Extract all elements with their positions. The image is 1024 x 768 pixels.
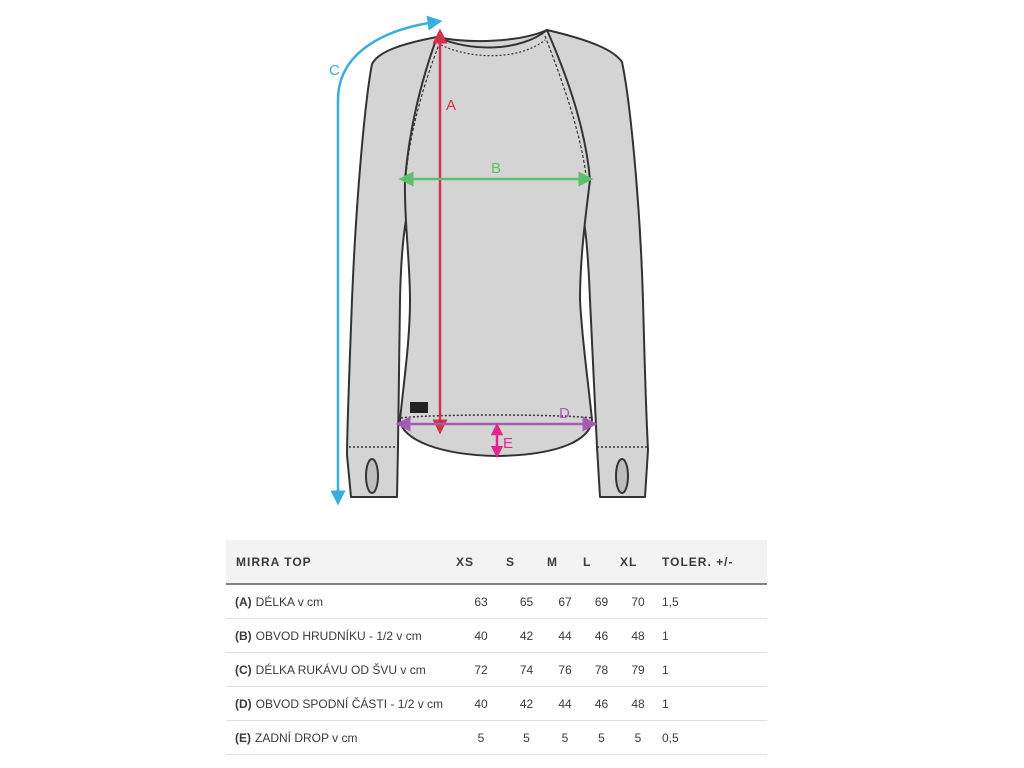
size-header-m: M [547,540,583,585]
cell-l: 5 [583,720,620,755]
table-row: (C)DÉLKA RUKÁVU OD ŠVU v cm 72 74 76 78 … [226,652,767,687]
cell-tolerance: 1 [656,652,767,687]
cell-l: 46 [583,618,620,653]
row-code: (E) [235,730,251,745]
table-row: (A)DÉLKA v cm 63 65 67 69 70 1,5 [226,584,767,619]
cell-m: 67 [547,584,583,619]
row-code: (D) [235,696,252,711]
cell-l: 46 [583,686,620,721]
cell-tolerance: 1,5 [656,584,767,619]
size-chart-table: MIRRA TOP XS S M L XL TOLER. +/- (A)DÉLK… [226,540,767,755]
row-code: (C) [235,662,252,677]
cell-xs: 40 [456,618,506,653]
cell-tolerance: 0,5 [656,720,767,755]
cell-xl: 48 [620,686,656,721]
size-header-s: S [506,540,547,585]
size-header-l: L [583,540,620,585]
cell-s: 65 [506,584,547,619]
table-row: (B)OBVOD HRUDNÍKU - 1/2 v cm 40 42 44 46… [226,618,767,653]
cell-xl: 79 [620,652,656,687]
right-raglan-seam [544,35,587,176]
tolerance-header: TOLER. +/- [656,540,767,585]
row-code: (B) [235,628,252,643]
cell-tolerance: 1 [656,618,767,653]
garment-measurement-diagram: A B C D E [329,15,649,506]
cell-xs: 5 [456,720,506,755]
long-sleeve-top-illustration [346,29,649,498]
cell-s: 42 [506,618,547,653]
label-d: D [559,405,570,422]
measure-c-line [330,15,443,506]
size-header-xl: XL [620,540,656,585]
measurement-lines [330,15,598,506]
cell-xs: 72 [456,652,506,687]
label-a: A [446,97,456,114]
body [399,29,593,457]
cell-s: 74 [506,652,547,687]
cell-tolerance: 1 [656,686,767,721]
table-row: (D)OBVOD SPODNÍ ČÁSTI - 1/2 v cm 40 42 4… [226,686,767,721]
cell-xl: 5 [620,720,656,755]
cell-xs: 40 [456,686,506,721]
label-b: B [491,160,501,177]
size-header-xs: XS [456,540,506,585]
row-label: OBVOD HRUDNÍKU - 1/2 v cm [255,628,422,643]
label-e: E [503,435,513,452]
table-row: (E) ZADNÍ DROP v cm 5 5 5 5 5 0,5 [226,720,767,755]
product-title: MIRRA TOP [226,540,456,585]
row-label: DÉLKA RUKÁVU OD ŠVU v cm [255,662,426,677]
row-label: ZADNÍ DROP v cm [255,730,358,745]
row-label: OBVOD SPODNÍ ČÁSTI - 1/2 v cm [255,696,444,711]
cell-xl: 48 [620,618,656,653]
cell-xl: 70 [620,584,656,619]
row-code: (A) [235,594,252,609]
cell-l: 78 [583,652,620,687]
brand-tag [410,402,428,413]
row-label: DÉLKA v cm [255,594,324,609]
label-c: C [329,62,340,79]
left-thumb-hole [365,458,379,494]
cell-s: 42 [506,686,547,721]
cell-m: 44 [547,686,583,721]
cell-xs: 63 [456,584,506,619]
cell-m: 5 [547,720,583,755]
cell-s: 5 [506,720,547,755]
right-thumb-hole [615,458,629,494]
table-header-row: MIRRA TOP XS S M L XL TOLER. +/- [226,540,767,585]
cell-m: 76 [547,652,583,687]
cell-m: 44 [547,618,583,653]
collar [436,29,548,49]
cell-l: 69 [583,584,620,619]
